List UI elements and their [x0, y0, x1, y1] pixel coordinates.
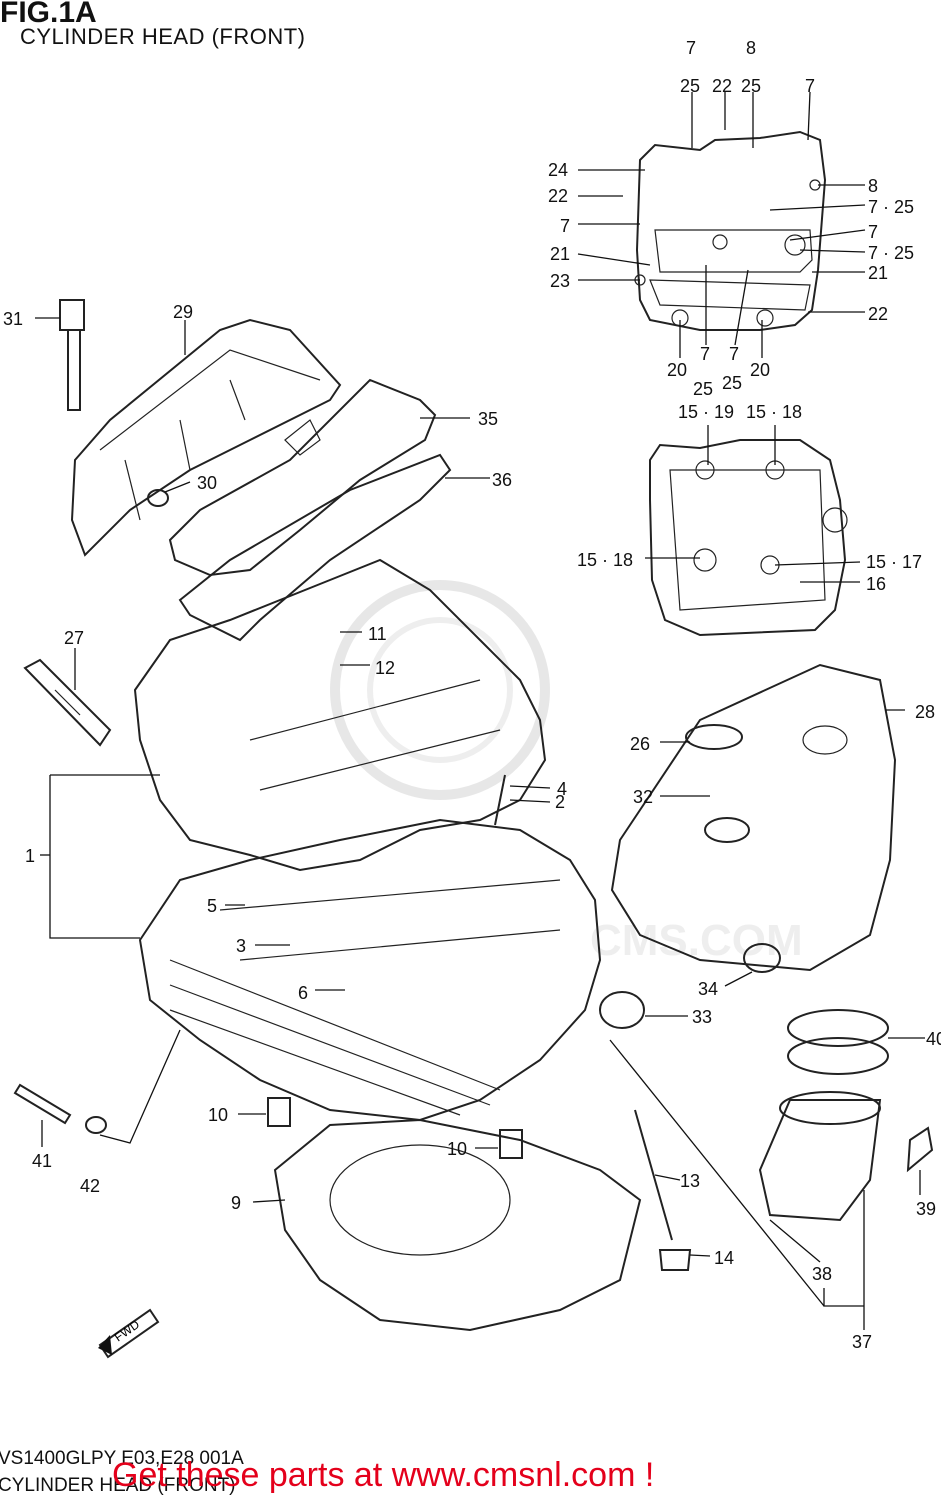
figure-id: FIG.1A: [0, 0, 97, 29]
callout-c7b: 7: [805, 76, 815, 96]
callout-c22b: 22: [548, 186, 568, 206]
callout-c7e: 7: [700, 344, 710, 364]
callout-c7_25a: 7 · 25: [868, 197, 914, 217]
callout-c22c: 22: [868, 304, 888, 324]
callout-c20a: 20: [667, 360, 687, 380]
callout-c15_19: 15 · 19: [678, 402, 734, 422]
callout-c3: 3: [236, 936, 246, 956]
watermark-logo: CMS.COM: [330, 580, 803, 965]
callout-c7_25b: 7 · 25: [868, 243, 914, 263]
callout-c11: 11: [368, 624, 387, 644]
callout-c6: 6: [298, 983, 308, 1003]
callout-c40: 40: [926, 1029, 941, 1049]
callout-c15_17: 15 · 17: [866, 552, 922, 572]
fwd-label: FWD: [112, 1317, 143, 1344]
spark-plug-27: [23, 658, 112, 747]
callout-c7c: 7: [560, 216, 570, 236]
callout-c4: 4: [557, 779, 567, 799]
callout-c1: 1: [25, 846, 35, 866]
watermark-text: CMS.COM: [590, 916, 803, 965]
callout-c42: 42: [80, 1176, 100, 1196]
callout-c12: 12: [375, 658, 395, 678]
parts-link[interactable]: Get these parts at www.cmsnl.com !: [112, 1456, 655, 1494]
gasket-36: [178, 453, 452, 642]
callout-c13: 13: [680, 1171, 700, 1191]
callout-c24: 24: [548, 160, 568, 180]
cylinder-head-body: [133, 558, 602, 1122]
callout-c28: 28: [915, 702, 935, 722]
cam-cover-inner: [649, 439, 848, 637]
callout-c22a: 22: [712, 76, 732, 96]
intake-pipe-and-clamp: [758, 1009, 889, 1222]
callout-c25d: 25: [722, 373, 742, 393]
callout-c15_18a: 15 · 18: [746, 402, 802, 422]
footer-code: VS1400GLPY E03,E28 001A: [0, 1448, 244, 1469]
callout-c39: 39: [916, 1199, 936, 1219]
leader-lines: [35, 91, 925, 1330]
fwd-arrow-icon: FWD: [98, 1308, 160, 1359]
outer-cover-29: [70, 318, 342, 557]
callout-c31: 31: [3, 309, 23, 329]
small-parts: [13, 489, 934, 1271]
side-cover-28: [610, 663, 897, 972]
callout-c21b: 21: [868, 263, 888, 283]
figure-title: CYLINDER HEAD (FRONT): [20, 24, 306, 49]
callout-c33: 33: [692, 1007, 712, 1027]
callout-c32: 32: [633, 787, 653, 807]
cylinder-head-cover-exploded: [634, 130, 827, 331]
callout-c38: 38: [812, 1264, 832, 1284]
callout-c8a: 8: [746, 38, 756, 58]
callout-c7d: 7: [868, 222, 878, 242]
callout-c30: 30: [197, 473, 217, 493]
callout-c15_18b: 15 · 18: [577, 550, 633, 570]
callout-c7f: 7: [729, 344, 739, 364]
callout-c2: 2: [555, 792, 565, 812]
callout-c41: 41: [32, 1151, 52, 1171]
callout-c21a: 21: [550, 244, 570, 264]
callout-c8b: 8: [868, 176, 878, 196]
callout-c36: 36: [492, 470, 512, 490]
callout-c29: 29: [173, 302, 193, 322]
callout-c35: 35: [478, 409, 498, 429]
footer-subtitle: CYLINDER HEAD (FRONT): [0, 1475, 236, 1496]
callout-c26: 26: [630, 734, 650, 754]
cylinder-gasket-9: [273, 1118, 642, 1332]
callout-c14: 14: [714, 1248, 734, 1268]
callout-c20b: 20: [750, 360, 770, 380]
callout-c23: 23: [550, 271, 570, 291]
callout-c9: 9: [231, 1193, 241, 1213]
callout-c27: 27: [64, 628, 84, 648]
callout-c16: 16: [866, 574, 886, 594]
callout-c25c: 25: [693, 379, 713, 399]
callout-c7a: 7: [686, 38, 696, 58]
callout-c25a: 25: [680, 76, 700, 96]
callout-c10a: 10: [208, 1105, 228, 1125]
callout-c25b: 25: [741, 76, 761, 96]
bolt-31: [59, 299, 85, 411]
callout-c37: 37: [852, 1332, 872, 1352]
callout-c10b: 10: [447, 1139, 467, 1159]
callout-c5: 5: [207, 896, 217, 916]
callout-c34: 34: [698, 979, 718, 999]
